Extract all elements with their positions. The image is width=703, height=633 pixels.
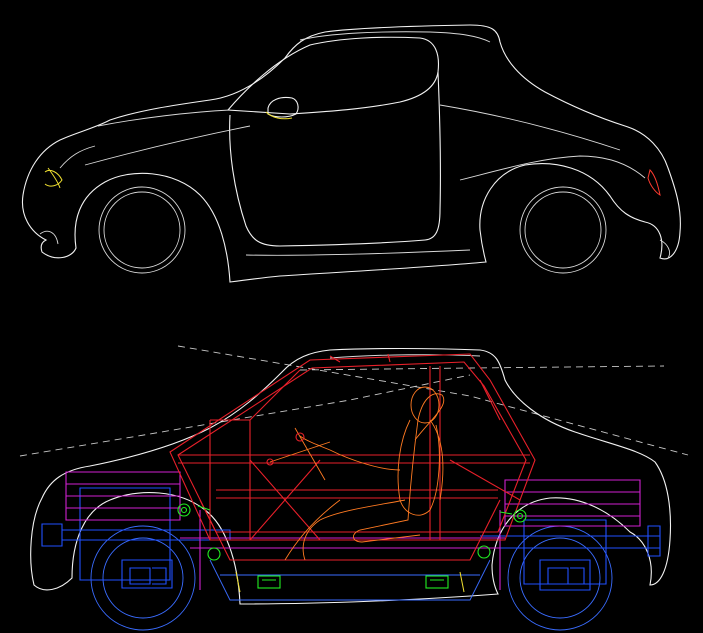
driver-figure — [284, 386, 445, 561]
front-side-frame — [65, 471, 181, 521]
side-window — [226, 36, 440, 115]
rear-wheel — [519, 186, 607, 274]
roll-cage — [169, 353, 536, 541]
side-mirror — [267, 96, 299, 118]
rear-axle — [480, 525, 661, 557]
rear-mount-block — [425, 575, 449, 589]
body-side-view — [21, 24, 681, 283]
front-wheel-chassis — [90, 525, 196, 631]
sight-line-2 — [19, 374, 471, 457]
front-axle — [41, 523, 231, 547]
body-outline — [21, 24, 681, 283]
front-hub — [103, 191, 181, 269]
suspension-mounts — [177, 503, 527, 593]
rear-side-frame — [504, 479, 641, 527]
steering-wheel — [266, 427, 331, 481]
chassis-view — [19, 345, 689, 631]
front-mount-block — [257, 575, 281, 589]
door-outline — [229, 71, 441, 247]
sight-line-3 — [299, 365, 665, 371]
rear-hub — [524, 191, 602, 269]
chassis-body-outline — [30, 347, 672, 605]
seat — [353, 393, 445, 543]
headlamp — [44, 169, 63, 187]
sight-line-1 — [177, 345, 689, 456]
taillamp — [647, 169, 661, 197]
front-wheel — [98, 186, 186, 274]
